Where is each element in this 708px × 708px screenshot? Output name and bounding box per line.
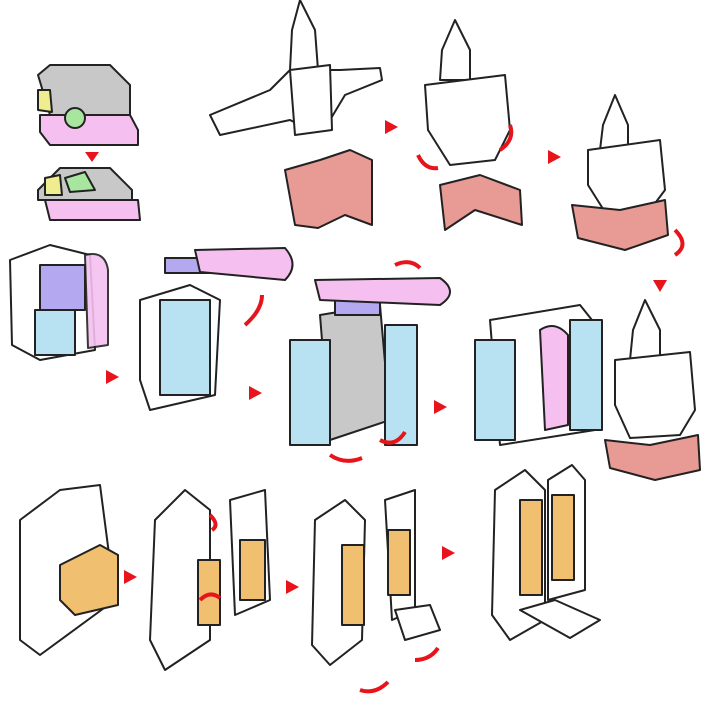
- rotate-arrow-icon: [498, 124, 514, 152]
- rotate-arrow-icon: [394, 260, 422, 270]
- arrow-right-icon: [106, 370, 119, 384]
- robot-jet-mode: [209, 0, 383, 229]
- rotation-arrows: [198, 124, 685, 694]
- inset-step-1: [37, 64, 139, 146]
- torso-step-4: [474, 304, 603, 446]
- rotate-arrow-icon: [416, 154, 439, 171]
- robot-step-4: [604, 299, 701, 481]
- step-arrows: [85, 120, 667, 594]
- rotate-arrow-icon: [328, 453, 363, 463]
- arrow-right-icon: [434, 400, 447, 414]
- arrow-right-icon: [442, 546, 455, 560]
- rotate-arrow-icon: [208, 513, 218, 532]
- arrow-right-icon: [548, 150, 561, 164]
- arrow-right-icon: [249, 386, 262, 400]
- torso-step-3: [289, 277, 451, 446]
- torso-step-2: [139, 247, 294, 411]
- legs-step-3: [311, 489, 441, 666]
- rotate-arrow-icon: [673, 228, 685, 257]
- arrow-down-icon: [653, 280, 667, 292]
- robot-step-3: [571, 94, 669, 251]
- torso-step-1: [9, 244, 109, 361]
- arrow-right-icon: [385, 120, 398, 134]
- inset-step-2: [37, 167, 141, 221]
- legs-step-2: [149, 489, 271, 671]
- rotate-arrow-icon: [379, 430, 407, 445]
- rotate-arrow-icon: [243, 294, 264, 327]
- rotate-arrow-icon: [414, 646, 440, 662]
- robot-step-2: [424, 19, 523, 231]
- legs-step-4: [491, 464, 601, 641]
- arrow-down-icon: [85, 152, 99, 162]
- arrow-right-icon: [286, 580, 299, 594]
- rotate-arrow-icon: [359, 680, 390, 694]
- arrow-right-icon: [124, 570, 137, 584]
- legs-step-1: [19, 484, 119, 656]
- rotate-arrow-icon: [198, 592, 222, 602]
